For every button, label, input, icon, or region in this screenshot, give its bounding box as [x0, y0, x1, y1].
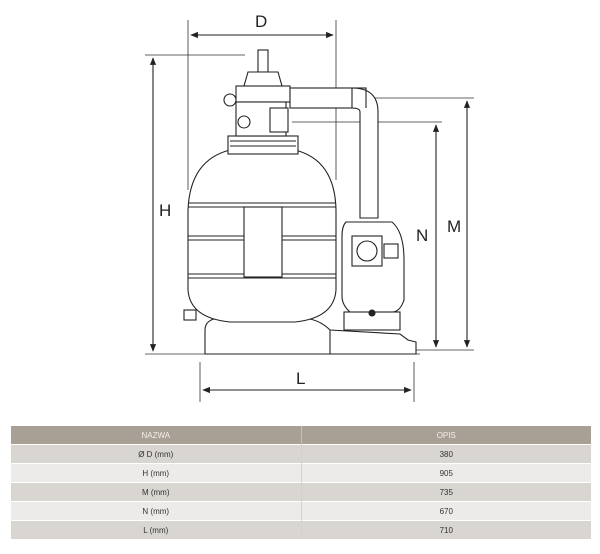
pump [341, 221, 405, 331]
filter-tank [183, 135, 337, 323]
table-row: M (mm) 735 [11, 482, 591, 502]
row-value: 380 [301, 444, 591, 464]
table-row: H (mm) 905 [11, 463, 591, 483]
multiport-valve [223, 49, 291, 137]
l-label: L [296, 369, 305, 388]
table-row: Ø D (mm) 380 [11, 444, 591, 464]
row-value: 670 [301, 501, 591, 521]
pressure-gauge [223, 93, 237, 107]
row-name: Ø D (mm) [11, 444, 302, 464]
table-row: L (mm) 710 [11, 520, 591, 539]
row-name: H (mm) [11, 463, 302, 483]
tank-label-panel [243, 206, 283, 278]
row-value: 710 [301, 520, 591, 539]
tank-lid-ring [227, 135, 299, 155]
row-name: N (mm) [11, 501, 302, 521]
row-value: 905 [301, 463, 591, 483]
m-label: M [447, 217, 461, 236]
spec-table-header: NAZWA OPIS [11, 426, 591, 445]
drain-plug [183, 309, 197, 321]
row-name: L (mm) [11, 520, 302, 539]
table-row: N (mm) 670 [11, 501, 591, 521]
pump-bolt [368, 309, 376, 317]
d-label: D [255, 12, 267, 31]
row-name: M (mm) [11, 482, 302, 502]
n-label: N [416, 226, 428, 245]
h-label: H [159, 201, 171, 220]
valve-port [237, 115, 251, 129]
header-name: NAZWA [11, 426, 302, 445]
spec-table: NAZWA OPIS Ø D (mm) 380 H (mm) 905 M (mm… [11, 426, 591, 539]
connection-pipe [289, 87, 379, 219]
dimension-lines [149, 31, 471, 394]
header-description: OPIS [301, 426, 591, 445]
sand-filter-pump-drawing: D H N M L [145, 12, 474, 402]
row-value: 735 [301, 482, 591, 502]
